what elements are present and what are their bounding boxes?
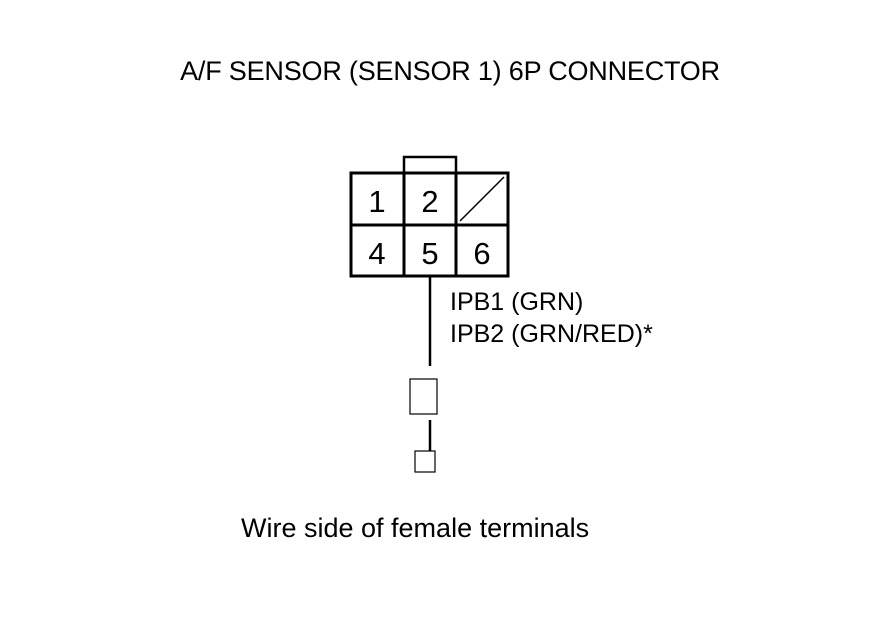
pin-label-6: 6 xyxy=(473,236,490,271)
diagram-caption: Wire side of female terminals xyxy=(241,513,590,543)
wire-label-ipb1: IPB1 (GRN) xyxy=(450,288,584,316)
connector-lock-tab xyxy=(402,155,458,175)
pin-label-5: 5 xyxy=(421,236,438,271)
pin-label-2: 2 xyxy=(421,184,438,219)
pin-label-4: 4 xyxy=(368,236,385,271)
pin-label-1: 1 xyxy=(368,184,385,219)
probe-connector xyxy=(409,378,438,415)
diagram-title: A/F SENSOR (SENSOR 1) 6P CONNECTOR xyxy=(180,56,720,86)
wire-label-ipb2: IPB2 (GRN/RED)* xyxy=(450,320,653,348)
empty-cavity-mark xyxy=(459,176,505,222)
terminal-end xyxy=(414,450,436,473)
